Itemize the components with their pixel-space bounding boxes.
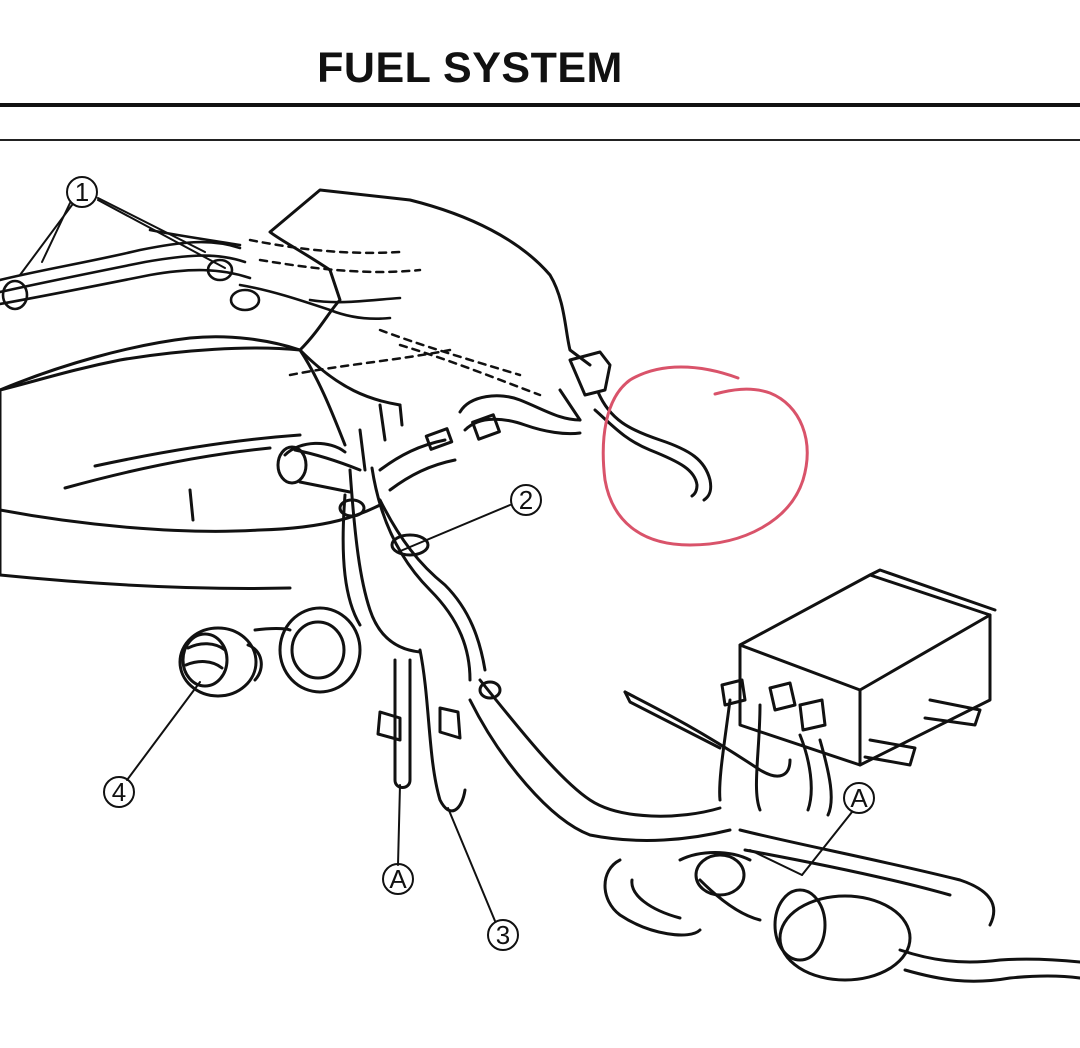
callout-markers: [66, 176, 875, 951]
callout-2-label: 2: [519, 485, 533, 515]
callout-1-leaders: [19, 197, 226, 276]
tank-internal-lines: [248, 238, 542, 397]
callout-a-left-circle: [382, 863, 414, 895]
callout-1-circle: [66, 176, 98, 208]
callout-3-label: 3: [496, 920, 510, 950]
vent-tube: [593, 390, 713, 502]
callout-a-right-label: A: [850, 783, 868, 813]
callout-a-right-circle: [843, 782, 875, 814]
evap-hose-upper: [378, 350, 612, 492]
callout-a-left-label: A: [389, 864, 407, 894]
header-rule-thick: [0, 103, 1080, 107]
header-rule-thin: [0, 139, 1080, 141]
vertical-pipe-bracket: [376, 648, 467, 813]
fuel-lines: [0, 228, 402, 321]
charcoal-canister: [623, 568, 997, 817]
callout-4-label: 4: [112, 777, 126, 807]
callout-leaders: [126, 504, 853, 922]
callout-3-circle: [487, 919, 519, 951]
fuel-tank: [0, 188, 592, 590]
callout-2-circle: [510, 484, 542, 516]
page-title: FUEL SYSTEM: [317, 44, 623, 92]
lower-hose-filter: [603, 828, 1080, 983]
filler-neck-hoses: [276, 441, 732, 842]
fuel-cap: [178, 606, 362, 698]
callout-4-circle: [103, 776, 135, 808]
highlight-circle: [601, 365, 809, 547]
callout-1-label: 1: [75, 177, 89, 207]
